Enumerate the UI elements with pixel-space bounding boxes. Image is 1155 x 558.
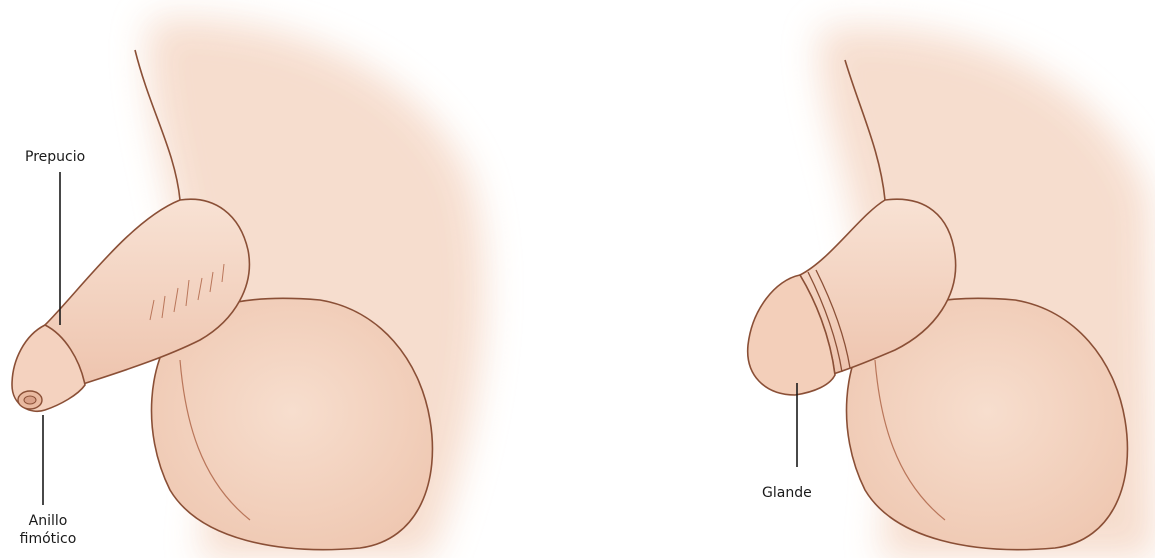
anillo-fimotico-label: Anillo fimótico [8,513,88,548]
right-figure [748,27,1155,558]
glande-label: Glande [762,485,812,503]
prepucio-label: Prepucio [25,149,85,167]
anillo-label-line1: Anillo [8,513,88,531]
anillo-label-line2: fimótico [8,531,88,549]
left-figure [12,19,484,558]
